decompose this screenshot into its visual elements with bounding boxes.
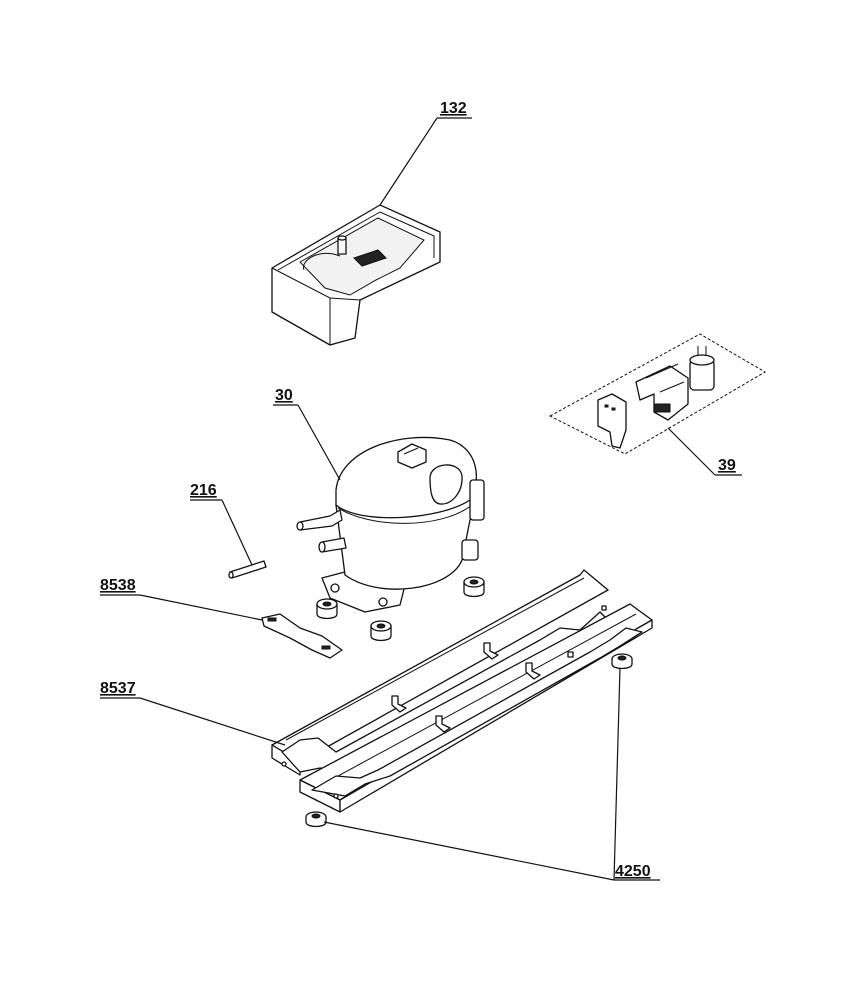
drip-tray-part — [271, 204, 441, 346]
grommet-3 — [463, 576, 485, 598]
part-number-39: 39 — [718, 457, 736, 474]
label-39: 39 — [667, 427, 742, 476]
label-8538: 8538 — [100, 577, 263, 621]
part-number-4250: 4250 — [615, 863, 651, 880]
part-number-30: 30 — [275, 387, 293, 404]
compressor-grommets — [316, 576, 485, 642]
leader-39 — [667, 427, 742, 476]
part-number-8537: 8537 — [100, 680, 136, 697]
grommet-2 — [370, 620, 392, 642]
part-number-216: 216 — [190, 482, 217, 499]
base-rails-part — [271, 569, 653, 813]
tube-part — [228, 560, 267, 579]
leader-132 — [379, 117, 472, 206]
foot-2 — [611, 653, 633, 670]
leader-8538 — [100, 594, 263, 621]
leader-216 — [190, 499, 253, 566]
electrical-kit-part — [548, 333, 766, 455]
label-30: 30 — [273, 387, 341, 481]
label-8537: 8537 — [100, 680, 286, 746]
part-number-8538: 8538 — [100, 577, 136, 594]
clamp-plate-part — [261, 613, 343, 659]
grommet-1 — [316, 598, 338, 620]
part-number-132: 132 — [440, 100, 467, 117]
label-216: 216 — [190, 482, 253, 566]
foot-1 — [305, 811, 327, 828]
compressor-part — [296, 436, 485, 613]
leader-30 — [273, 404, 341, 481]
label-4250: 4250 — [323, 667, 660, 881]
leader-4250 — [323, 667, 660, 881]
kit-outline — [548, 333, 766, 455]
label-132: 132 — [379, 100, 472, 206]
leader-8537 — [100, 697, 286, 746]
rubber-feet-part — [305, 653, 633, 828]
